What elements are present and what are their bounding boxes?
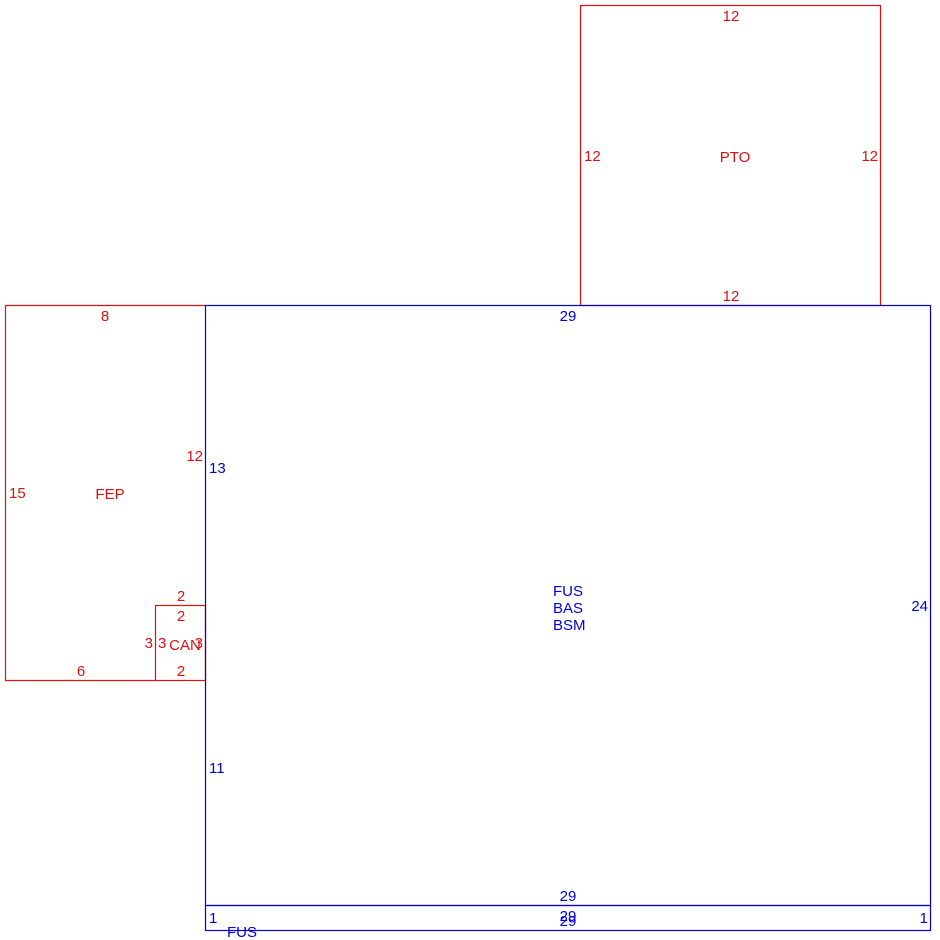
main-code-label-1: FUS <box>553 583 583 600</box>
can-top-outer-dimension: 2 <box>177 588 185 605</box>
main-left-lower-dimension: 11 <box>209 760 225 777</box>
fep-top-dimension: 8 <box>101 308 109 325</box>
fep-outline <box>4 304 206 682</box>
can-right-dimension: 3 <box>195 635 203 652</box>
pto-code-label: PTO <box>720 149 751 166</box>
main-code-label-2: BAS <box>553 600 583 617</box>
strip-code-label: FUS <box>227 924 257 940</box>
pto-right-dimension: 12 <box>861 148 878 165</box>
main-left-upper-dimension: 13 <box>209 460 226 477</box>
can-bottom-dimension: 2 <box>177 663 185 680</box>
main-top-dimension: 29 <box>560 308 577 325</box>
pto-top-dimension: 12 <box>723 8 740 25</box>
fep-right-dimension: 12 <box>186 448 203 465</box>
main-bottom-dimension: 29 <box>560 888 577 905</box>
main-code-label-3: BSM <box>553 617 586 634</box>
strip-top-dimension: 29 <box>560 908 577 925</box>
section-fep: 8 15 12 6 FEP <box>4 304 206 682</box>
can-left-inner-dimension: 3 <box>158 635 166 652</box>
pto-left-dimension: 12 <box>584 148 601 165</box>
can-left-outer-dimension: 3 <box>145 635 153 652</box>
fep-bottom-dimension: 6 <box>77 663 85 680</box>
can-code-label: CAN <box>169 637 201 654</box>
strip-outline <box>204 904 932 932</box>
section-strip: 1 1 29 29 FUS <box>204 904 932 940</box>
can-top-inner-dimension: 2 <box>177 608 185 625</box>
section-pto: 12 12 12 12 PTO <box>579 4 882 307</box>
section-main: 29 13 11 24 29 FUS BAS BSM <box>204 304 932 907</box>
strip-bottom-dimension: 29 <box>560 913 577 930</box>
strip-left-dimension: 1 <box>209 910 217 927</box>
fep-code-label: FEP <box>95 486 124 503</box>
strip-right-dimension: 1 <box>920 910 928 927</box>
pto-bottom-dimension: 12 <box>723 288 740 305</box>
main-right-dimension: 24 <box>911 598 928 615</box>
fep-left-dimension: 15 <box>9 485 26 502</box>
section-can: 2 2 3 3 3 2 CAN <box>145 588 207 682</box>
